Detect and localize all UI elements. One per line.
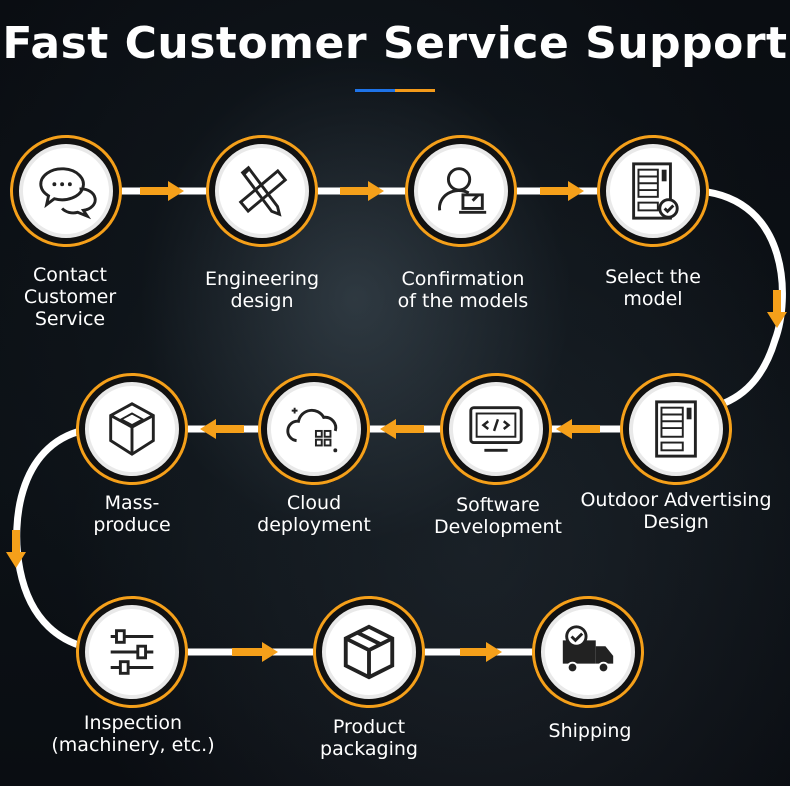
step-inspection (60, 580, 204, 724)
step-label: Contact Customer Service (23, 264, 117, 330)
vending-machine-icon (655, 400, 697, 458)
step-label: Inspection (machinery, etc.) (51, 712, 215, 756)
cube-icon (109, 402, 155, 456)
step-label: Shipping (548, 720, 632, 742)
step-cloud-deployment (242, 357, 386, 501)
sliders-icon (110, 629, 154, 675)
cloud-grid-icon (286, 407, 338, 453)
step-mass-produce (60, 357, 204, 501)
step-confirmation-of-models (389, 119, 533, 263)
user-laptop-icon (438, 167, 487, 214)
step-outdoor-advertising-design (604, 357, 748, 501)
vending-machine-check-icon (632, 162, 679, 220)
package-box-icon (343, 624, 395, 680)
step-label: Engineering design (205, 268, 319, 312)
step-engineering-design (190, 119, 334, 263)
step-label: Cloud deployment (257, 492, 371, 536)
step-label: Software Development (434, 494, 562, 538)
step-shipping (516, 580, 660, 724)
title-underline-blue (355, 89, 395, 92)
step-contact-customer-service (0, 119, 138, 263)
step-product-packaging (297, 580, 441, 724)
step-label: Product packaging (320, 716, 418, 760)
page-title: Fast Customer Service Support (2, 18, 788, 69)
ruler-pencil-icon (238, 165, 288, 217)
chat-bubbles-icon (39, 167, 97, 220)
step-label: Select the model (605, 266, 701, 310)
step-label: Mass- produce (93, 492, 171, 536)
title-underline-orange (395, 89, 435, 92)
step-select-the-model (581, 119, 725, 263)
step-software-development (424, 357, 568, 501)
step-label: Outdoor Advertising Design (580, 489, 772, 533)
code-monitor-icon (469, 406, 523, 452)
delivery-truck-icon (562, 625, 614, 674)
step-label: Confirmation of the models (397, 268, 529, 312)
